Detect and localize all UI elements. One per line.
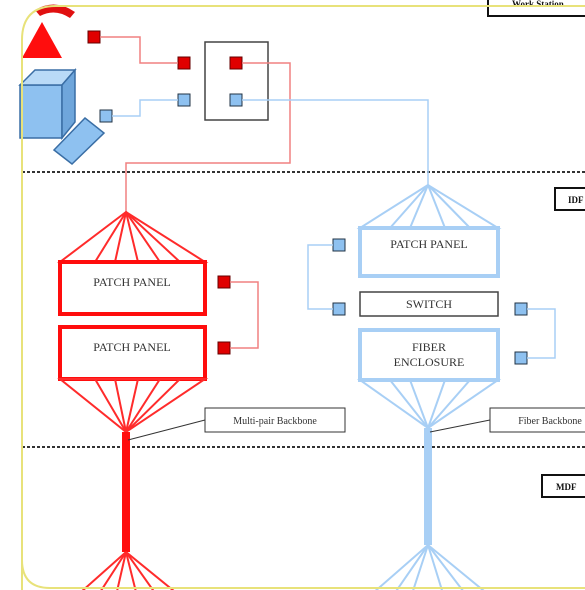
workstation-tag: Work Station [487, 0, 585, 17]
fiber-fanout-mdf [374, 544, 485, 590]
fiber-enclosure: FIBER ENCLOSURE [358, 328, 500, 382]
fiber-patch-cord [112, 99, 178, 117]
fiber-panel-port [332, 238, 346, 252]
workstation-fiber-jack [99, 109, 113, 123]
switch-to-enclosure-cord [527, 308, 556, 359]
fiber-enclosure-label-line2: ENCLOSURE [394, 355, 465, 369]
mdf-tag-label: MDF [556, 482, 577, 492]
copper-backbone-label: Multi-pair Backbone [233, 416, 317, 427]
switch-port-right [514, 302, 528, 316]
outlet-fiber-port-left [177, 93, 191, 107]
workstation-tag-label: Work Station [512, 0, 564, 9]
fiber-patch-panel: PATCH PANEL [358, 226, 500, 278]
outlet-copper-port-left [177, 56, 191, 70]
copper-patch-panel-2: PATCH PANEL [58, 325, 207, 381]
copper-fanout-bottom [57, 378, 209, 434]
fiber-fanout-bottom [356, 379, 502, 430]
outlet-box-icon [204, 41, 269, 121]
enclosure-port [514, 351, 528, 365]
copper-horizontal-cable [125, 62, 291, 212]
computer-cube-icon [18, 67, 77, 141]
copper-patch-panel-1-label: PATCH PANEL [93, 275, 170, 289]
copper-cross-connect-port-1 [217, 275, 231, 289]
fiber-backbone-leader [429, 419, 491, 433]
copper-fanout-mdf [81, 551, 175, 590]
fiber-horizontal-cable [242, 99, 429, 185]
copper-patch-cord [100, 36, 178, 64]
fiber-backbone-callout: Fiber Backbone [489, 407, 585, 433]
keyboard-icon [52, 116, 106, 165]
fiber-enclosure-label-line1: FIBER [412, 340, 446, 354]
copper-fanout-top [57, 210, 209, 263]
diagram-frame-bottom [21, 559, 585, 589]
network-switch-label: SWITCH [406, 297, 452, 311]
outlet-fiber-port-right [229, 93, 243, 107]
copper-patch-panel-2-label: PATCH PANEL [93, 340, 170, 354]
copper-cross-connect-port-2 [217, 341, 231, 355]
copper-cross-connect-cord [230, 281, 259, 349]
copper-backbone-leader [127, 419, 206, 441]
fiber-patch-panel-label: PATCH PANEL [390, 237, 467, 251]
idf-tag: IDF [554, 187, 585, 211]
copper-patch-panel-1: PATCH PANEL [58, 260, 207, 316]
diagram-frame [21, 5, 585, 590]
switch-port-left [332, 302, 346, 316]
idf-tag-label: IDF [568, 195, 584, 205]
workstation-copper-jack [87, 30, 101, 44]
outlet-copper-port-right [229, 56, 243, 70]
cone-icon [22, 4, 75, 58]
fiber-panel-to-switch-cord [307, 244, 333, 310]
mdf-tag: MDF [541, 474, 585, 498]
network-switch: SWITCH [359, 291, 499, 317]
fiber-backbone-label: Fiber Backbone [518, 416, 582, 427]
copper-backbone-callout: Multi-pair Backbone [204, 407, 346, 433]
fiber-fanout-top [356, 183, 502, 229]
